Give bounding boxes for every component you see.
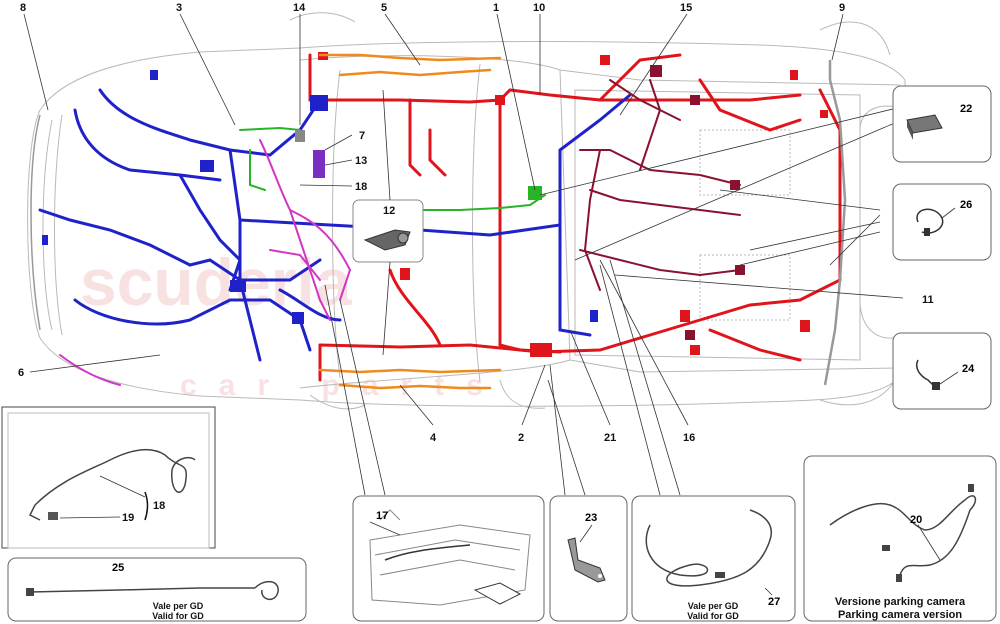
callout-24: 24 [962,363,975,375]
callout-18: 18 [355,181,367,193]
module-14 [295,130,305,142]
harness-red [308,53,842,382]
callout-25: 25 [112,562,124,574]
callout-10: 10 [533,2,545,14]
harness-magenta [59,139,352,386]
callout-9: 9 [839,2,845,14]
callout-27: 27 [768,596,780,608]
leader-lines [23,13,904,496]
callout-13: 13 [355,155,367,167]
gd-note-en-1: Valid for GD [152,611,204,621]
inset-25: 25 Vale per GD Valid for GD [7,557,307,622]
inset-27: 27 Vale per GD Valid for GD [631,495,796,622]
callout-3: 3 [176,2,182,14]
callout-19: 19 [122,512,134,524]
inset-26: 26 [892,183,992,261]
inset-12 [352,199,424,263]
harness-grey-front [30,114,41,331]
inset-20: 20 Versione parking camera Parking camer… [803,455,997,622]
green-connector [528,186,542,200]
callout-17: 17 [376,510,388,522]
gd-note-en-2: Valid for GD [687,611,739,621]
callout-6: 6 [18,367,24,379]
callout-1: 1 [493,2,499,14]
inset-23: 23 [549,495,628,622]
callout-26: 26 [960,199,972,211]
callout-21: 21 [604,432,616,444]
blue-connectors [42,70,598,324]
harness-orange [318,53,502,390]
callout-18b: 18 [153,500,165,512]
inset-22: 22 [892,85,992,163]
inset-17: 17 [352,495,545,622]
harness-maroon [579,79,741,291]
gd-note-it-2: Vale per GD [688,601,739,611]
callout-22: 22 [960,103,972,115]
camera-note-it: Versione parking camera [835,596,966,608]
inset-24: 24 [892,332,992,410]
callout-12: 12 [383,205,395,217]
callout-16: 16 [683,432,695,444]
harness-grey-rear [823,60,847,386]
callout-8: 8 [20,2,26,14]
callout-2: 2 [518,432,524,444]
camera-note-en: Parking camera version [838,609,962,621]
callout-15: 15 [680,2,692,14]
callouts: 8 3 14 5 1 10 15 9 7 13 18 12 6 11 4 2 2… [18,2,934,444]
callout-23: 23 [585,512,597,524]
callout-4: 4 [430,432,437,444]
gd-note-it-1: Vale per GD [153,601,204,611]
purple-module [313,150,325,178]
maroon-connectors [650,65,745,340]
callout-7: 7 [359,130,365,142]
callout-20: 20 [910,514,922,526]
callout-14: 14 [293,2,306,14]
callout-11: 11 [922,294,934,306]
harness-green [239,126,546,211]
inset-18-19: 18 19 [1,406,216,549]
callout-5: 5 [381,2,387,14]
